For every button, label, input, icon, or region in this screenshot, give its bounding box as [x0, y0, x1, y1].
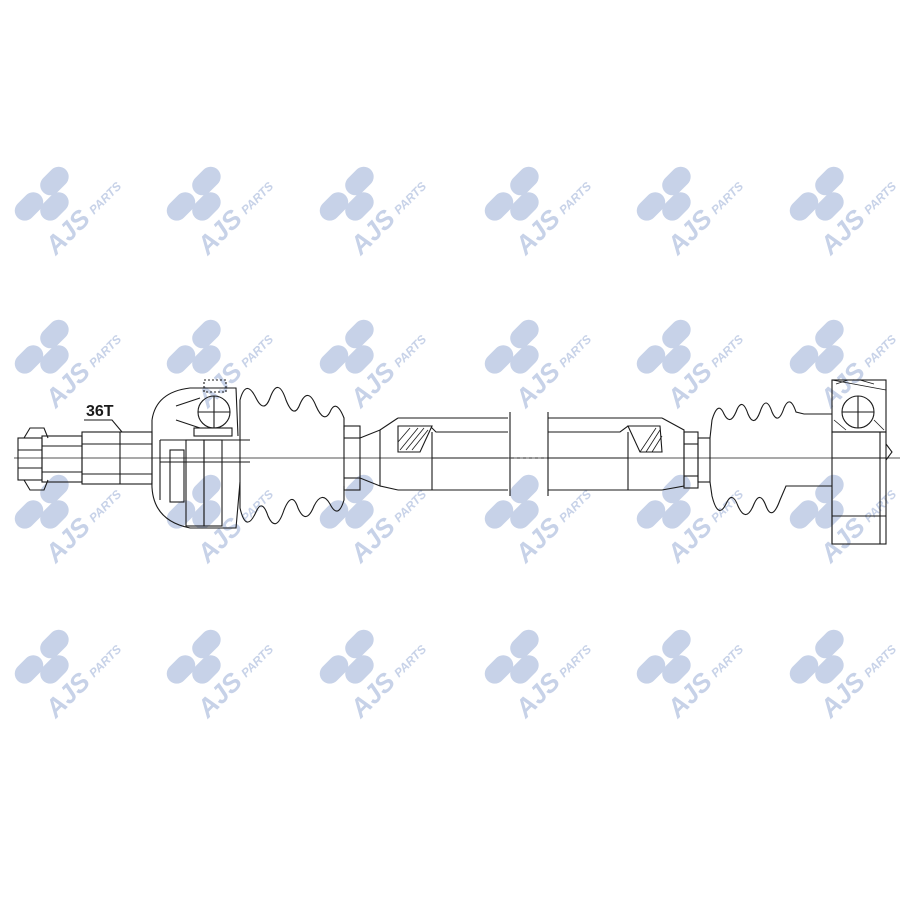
svg-text:PARTS: PARTS: [556, 642, 594, 680]
outer-boot: [239, 386, 345, 525]
svg-text:PARTS: PARTS: [391, 179, 429, 217]
svg-text:PARTS: PARTS: [861, 179, 899, 217]
svg-text:PARTS: PARTS: [556, 332, 594, 370]
inner-tripod-joint: [831, 379, 893, 545]
spline-count-label: 36T: [86, 403, 114, 420]
svg-text:PARTS: PARTS: [238, 332, 276, 370]
svg-text:PARTS: PARTS: [391, 332, 429, 370]
svg-text:PARTS: PARTS: [708, 487, 746, 525]
svg-text:PARTS: PARTS: [238, 179, 276, 217]
axle-stub: [17, 427, 153, 491]
svg-text:PARTS: PARTS: [391, 487, 429, 525]
inner-boot: [709, 401, 832, 516]
svg-text:PARTS: PARTS: [861, 332, 899, 370]
svg-text:PARTS: PARTS: [86, 179, 124, 217]
shaft-left: [379, 412, 511, 496]
svg-text:PARTS: PARTS: [86, 487, 124, 525]
svg-text:PARTS: PARTS: [238, 642, 276, 680]
svg-text:PARTS: PARTS: [708, 179, 746, 217]
svg-text:PARTS: PARTS: [86, 332, 124, 370]
spline-leader-line: [84, 419, 123, 433]
svg-text:PARTS: PARTS: [861, 642, 899, 680]
inner-clamp: [683, 431, 711, 489]
drive-shaft: [14, 379, 900, 545]
svg-text:PARTS: PARTS: [556, 487, 594, 525]
svg-text:PARTS: PARTS: [708, 332, 746, 370]
shaft-right: [548, 417, 685, 491]
outer-cv-joint: [151, 379, 250, 529]
svg-text:PARTS: PARTS: [391, 642, 429, 680]
svg-text:PARTS: PARTS: [86, 642, 124, 680]
svg-text:PARTS: PARTS: [556, 179, 594, 217]
svg-text:PARTS: PARTS: [708, 642, 746, 680]
